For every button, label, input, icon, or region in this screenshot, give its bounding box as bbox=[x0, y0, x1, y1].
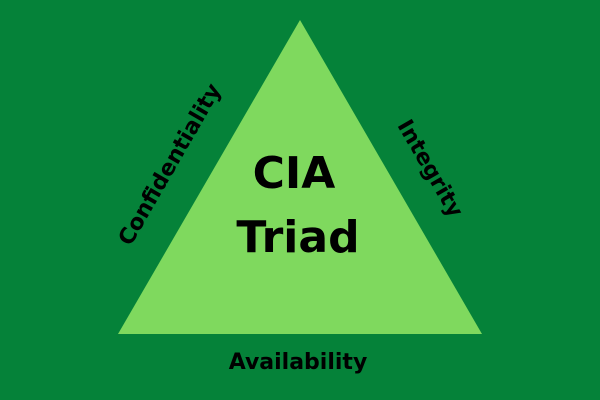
title-line-1: CIA bbox=[253, 148, 336, 199]
title-line-2: Triad bbox=[236, 212, 359, 263]
triangle-shape bbox=[118, 20, 482, 334]
label-availability: Availability bbox=[229, 350, 368, 375]
